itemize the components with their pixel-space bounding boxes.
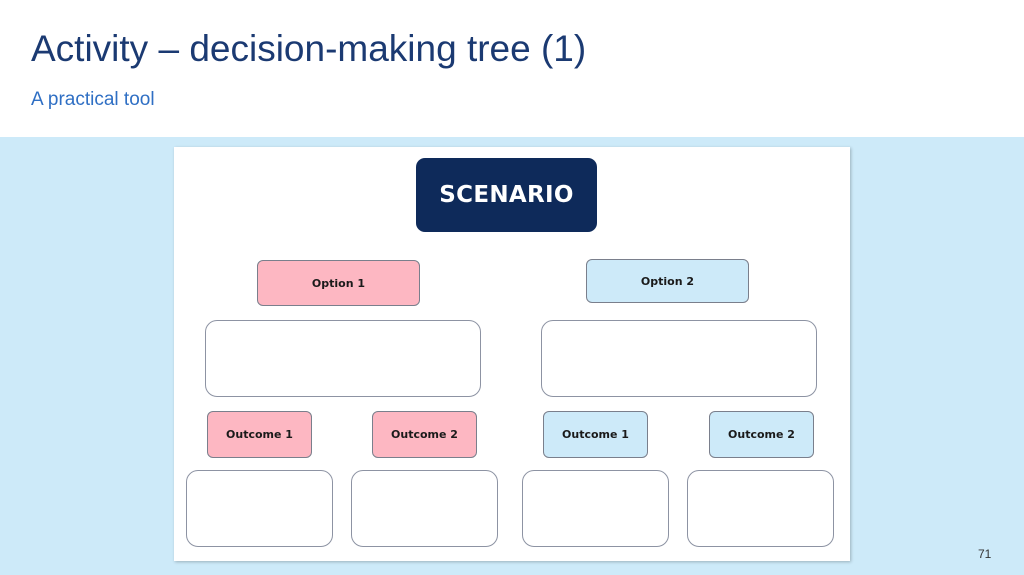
option-2-outcome-1-node: Outcome 1 bbox=[543, 411, 648, 458]
option-1-notes-box bbox=[205, 320, 481, 397]
option-1-node: Option 1 bbox=[257, 260, 420, 306]
option-1-outcome-2-node: Outcome 2 bbox=[372, 411, 477, 458]
option-2-notes-box bbox=[541, 320, 817, 397]
option-1-outcome-1-box bbox=[186, 470, 333, 547]
slide-title: Activity – decision-making tree (1) bbox=[31, 28, 587, 69]
option-2-outcome-2-node: Outcome 2 bbox=[709, 411, 814, 458]
option-1-outcome-2-box bbox=[351, 470, 498, 547]
decision-tree-diagram: SCENARIO Option 1 Option 2 Outcome 1 Out… bbox=[174, 147, 850, 561]
option-1-outcome-1-node: Outcome 1 bbox=[207, 411, 312, 458]
slide-subtitle: A practical tool bbox=[31, 89, 155, 110]
option-2-node: Option 2 bbox=[586, 259, 749, 303]
option-2-outcome-1-box bbox=[522, 470, 669, 547]
scenario-node: SCENARIO bbox=[416, 158, 597, 232]
option-2-outcome-2-box bbox=[687, 470, 834, 547]
page-number: 71 bbox=[978, 547, 992, 561]
